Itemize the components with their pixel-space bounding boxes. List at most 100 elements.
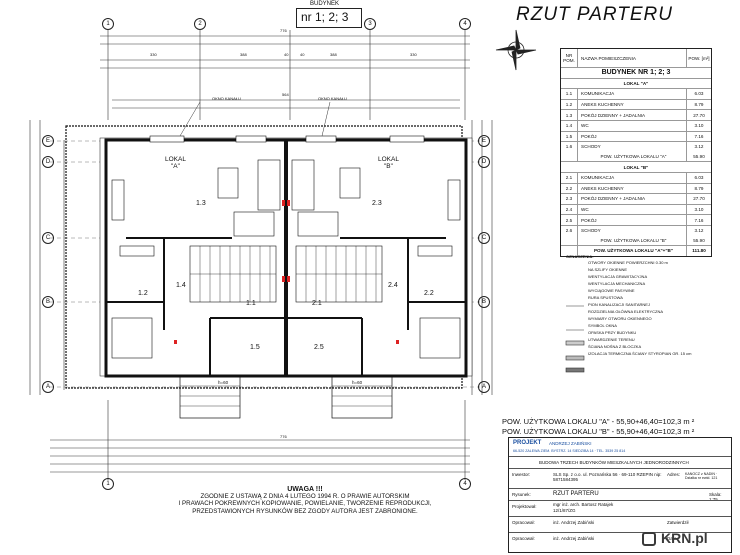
- dimension-text: 564: [282, 92, 289, 97]
- room-label: 2.5: [314, 344, 324, 351]
- rysunek-value: RZUT PARTERU: [553, 491, 599, 497]
- sprawdzil-value: inż. Andrzej Zabiński: [553, 536, 595, 541]
- legend-item: WYCIĄGOWE PASYWNE: [566, 288, 716, 294]
- room-number: 2.5: [561, 215, 578, 225]
- legend-item: RURA SPUSTOWA: [566, 295, 716, 301]
- room-number: 2.2: [561, 183, 578, 194]
- dimension-text: 776: [280, 28, 287, 33]
- stair-height-label: h=60: [352, 380, 363, 385]
- projektowal-label: Projektował:: [512, 504, 537, 509]
- room-name: POKÓJ: [578, 215, 687, 225]
- room-area: 8.79: [694, 102, 704, 108]
- sum-row: POW. UŻYTKOWA LOKALU "A" 55.90: [561, 151, 711, 163]
- sum-label: POW. UŻYTKOWA LOKALU "A": [578, 151, 687, 162]
- room-label: 1.1: [246, 300, 256, 307]
- dimension-text: 40: [300, 52, 305, 57]
- room-number: 1.5: [561, 131, 578, 142]
- sum-value: 55.90: [693, 237, 705, 243]
- legend-item: WENTYLACJA GRAWITACYJNA: [566, 274, 716, 280]
- legend-item: OPASKA PRZY BUDYNKU: [566, 330, 716, 336]
- room-area: 6.03: [694, 91, 704, 97]
- krn-logo-icon: [642, 532, 656, 546]
- legend-item-label: OPASKA PRZY BUDYNKU: [588, 330, 637, 335]
- room-area-table: NR POM. NAZWA POMIESZCZENIA POW. [m²] BU…: [560, 48, 712, 257]
- room-name: POKÓJ DZIENNY + JADALNIA: [578, 110, 687, 120]
- adres-value: KANOCZ z NADIN · Działka nr ewid. 121: [685, 472, 718, 480]
- adres-label: Adres:: [667, 472, 681, 477]
- skala-value: Skala: 1:75: [709, 492, 722, 502]
- lokal-b-title: LOKAL "B": [561, 162, 711, 173]
- axis-col-label: 1: [102, 18, 114, 30]
- room-name: POKÓJ DZIENNY + JADALNIA: [578, 194, 687, 204]
- legend-item-label: IZOLACJA TERMICZNA ŚCIANY STYROPIAN GR. …: [588, 351, 692, 356]
- room-name: SCHODY: [578, 225, 687, 236]
- drawing-title: RZUT PARTERU: [516, 4, 673, 25]
- table-header-row: NR POM. NAZWA POMIESZCZENIA POW. [m²]: [561, 49, 711, 68]
- legend-item: OTWORY OKIENNE POWIERZCHNI 0.30 m: [566, 260, 716, 266]
- legend-item: UTWARDZENIE TERENU: [566, 337, 716, 343]
- room-number: 1.2: [561, 99, 578, 110]
- legend-item-label: NA SZLIFY OKIENNE: [588, 267, 628, 272]
- axis-row-label: B: [42, 296, 54, 308]
- title-block: PROJEKT ANDRZEJ ZABIŃSKI 66-520 ZALEWA Z…: [508, 437, 732, 553]
- firm-address: 66-520 ZALEWA ZIEM. BYSTRZ. 14 SIEDZIBA …: [513, 449, 626, 453]
- total-row: POW. UŻYTKOWA LOKALU "A"+"B" 111.80: [561, 246, 711, 256]
- room-area: 27.70: [693, 112, 705, 118]
- axis-col-label: 4: [459, 478, 471, 490]
- legend: OZNACZENIA: OTWORY OKIENNE POWIERZCHNI 0…: [566, 254, 716, 358]
- axis-row-label: A: [42, 381, 54, 393]
- legend-item-label: WENTYLACJA MECHANICZNA: [588, 281, 646, 286]
- room-area: 3.10: [694, 123, 704, 129]
- notice-title: UWAGA !!!: [287, 486, 323, 493]
- room-number: 2.1: [561, 172, 578, 183]
- total-value: 111.80: [692, 248, 706, 254]
- table-col-name: NAZWA POMIESZCZENIA: [578, 49, 687, 67]
- room-number: 2.3: [561, 194, 578, 204]
- room-number: 2.6: [561, 225, 578, 236]
- table-col-val: POW. [m²]: [688, 55, 710, 61]
- axis-row-label: B: [478, 296, 490, 308]
- area-summary-a: POW. UŻYTKOWA LOKALU "A" - 55,90+46,40=1…: [502, 417, 695, 426]
- notice-line: PRZEDSTAWIONYCH RYSUNKÓW BEZ ZGODY AUTOR…: [192, 507, 418, 515]
- legend-item-label: WENTYLACJA GRAWITACYJNA: [588, 274, 648, 279]
- legend-item: IZOLACJA TERMICZNA ŚCIANY STYROPIAN GR. …: [566, 351, 716, 357]
- axis-row-label: A: [478, 381, 490, 393]
- axis-row-label: C: [42, 232, 54, 244]
- room-area: 3.12: [694, 144, 704, 150]
- legend-item: NA SZLIFY OKIENNE: [566, 267, 716, 273]
- legend-symbols: [565, 305, 585, 373]
- lokal-a-title: LOKAL "A": [561, 79, 711, 90]
- building-title: BUDYNEK NR 1; 2; 3: [561, 68, 711, 79]
- sprawdzil-label: Opracował:: [512, 536, 535, 541]
- legend-item-label: UTWARDZENIE TERENU: [588, 337, 635, 342]
- legend-title: OZNACZENIA:: [566, 254, 594, 259]
- okno-label: OKNO KANAŁU: [212, 96, 241, 101]
- notice-line: I PRAWACH POKREWNYCH KOPIOWANIE, POWIELA…: [178, 500, 432, 508]
- installation-markers: [174, 200, 399, 344]
- room-area: 6.03: [694, 175, 704, 181]
- area-summary: POW. UŻYTKOWA LOKALU "A" - 55,90+46,40=1…: [502, 417, 694, 437]
- inwestor-value: SLS Sp. z o.o. ul. Poznańska 56 · 69-110…: [553, 472, 662, 482]
- legend-item-label: ROZDZIELNIA GŁÓWNA ELEKTRYCZNA: [588, 309, 664, 314]
- room-number: 1.4: [561, 120, 578, 131]
- dimension-text: 388: [240, 52, 247, 57]
- nr-uprawnien: 12/1/87/ZG: [553, 508, 576, 513]
- legend-item: ŚCIANA NOŚNA Z BLOCZKA: [566, 344, 716, 350]
- dimension-text: 776: [280, 434, 287, 439]
- data-label: Data: [667, 536, 677, 541]
- axis-col-label: 4: [459, 18, 471, 30]
- dimension-text: 330: [410, 52, 417, 57]
- legend-item-label: SYMBOL OKNA: [588, 323, 617, 328]
- firm-name: PROJEKT: [513, 440, 542, 446]
- legend-item-label: WYMIARY OTWORU OKIENNEGO: [588, 316, 652, 321]
- axis-col-label: 2: [194, 18, 206, 30]
